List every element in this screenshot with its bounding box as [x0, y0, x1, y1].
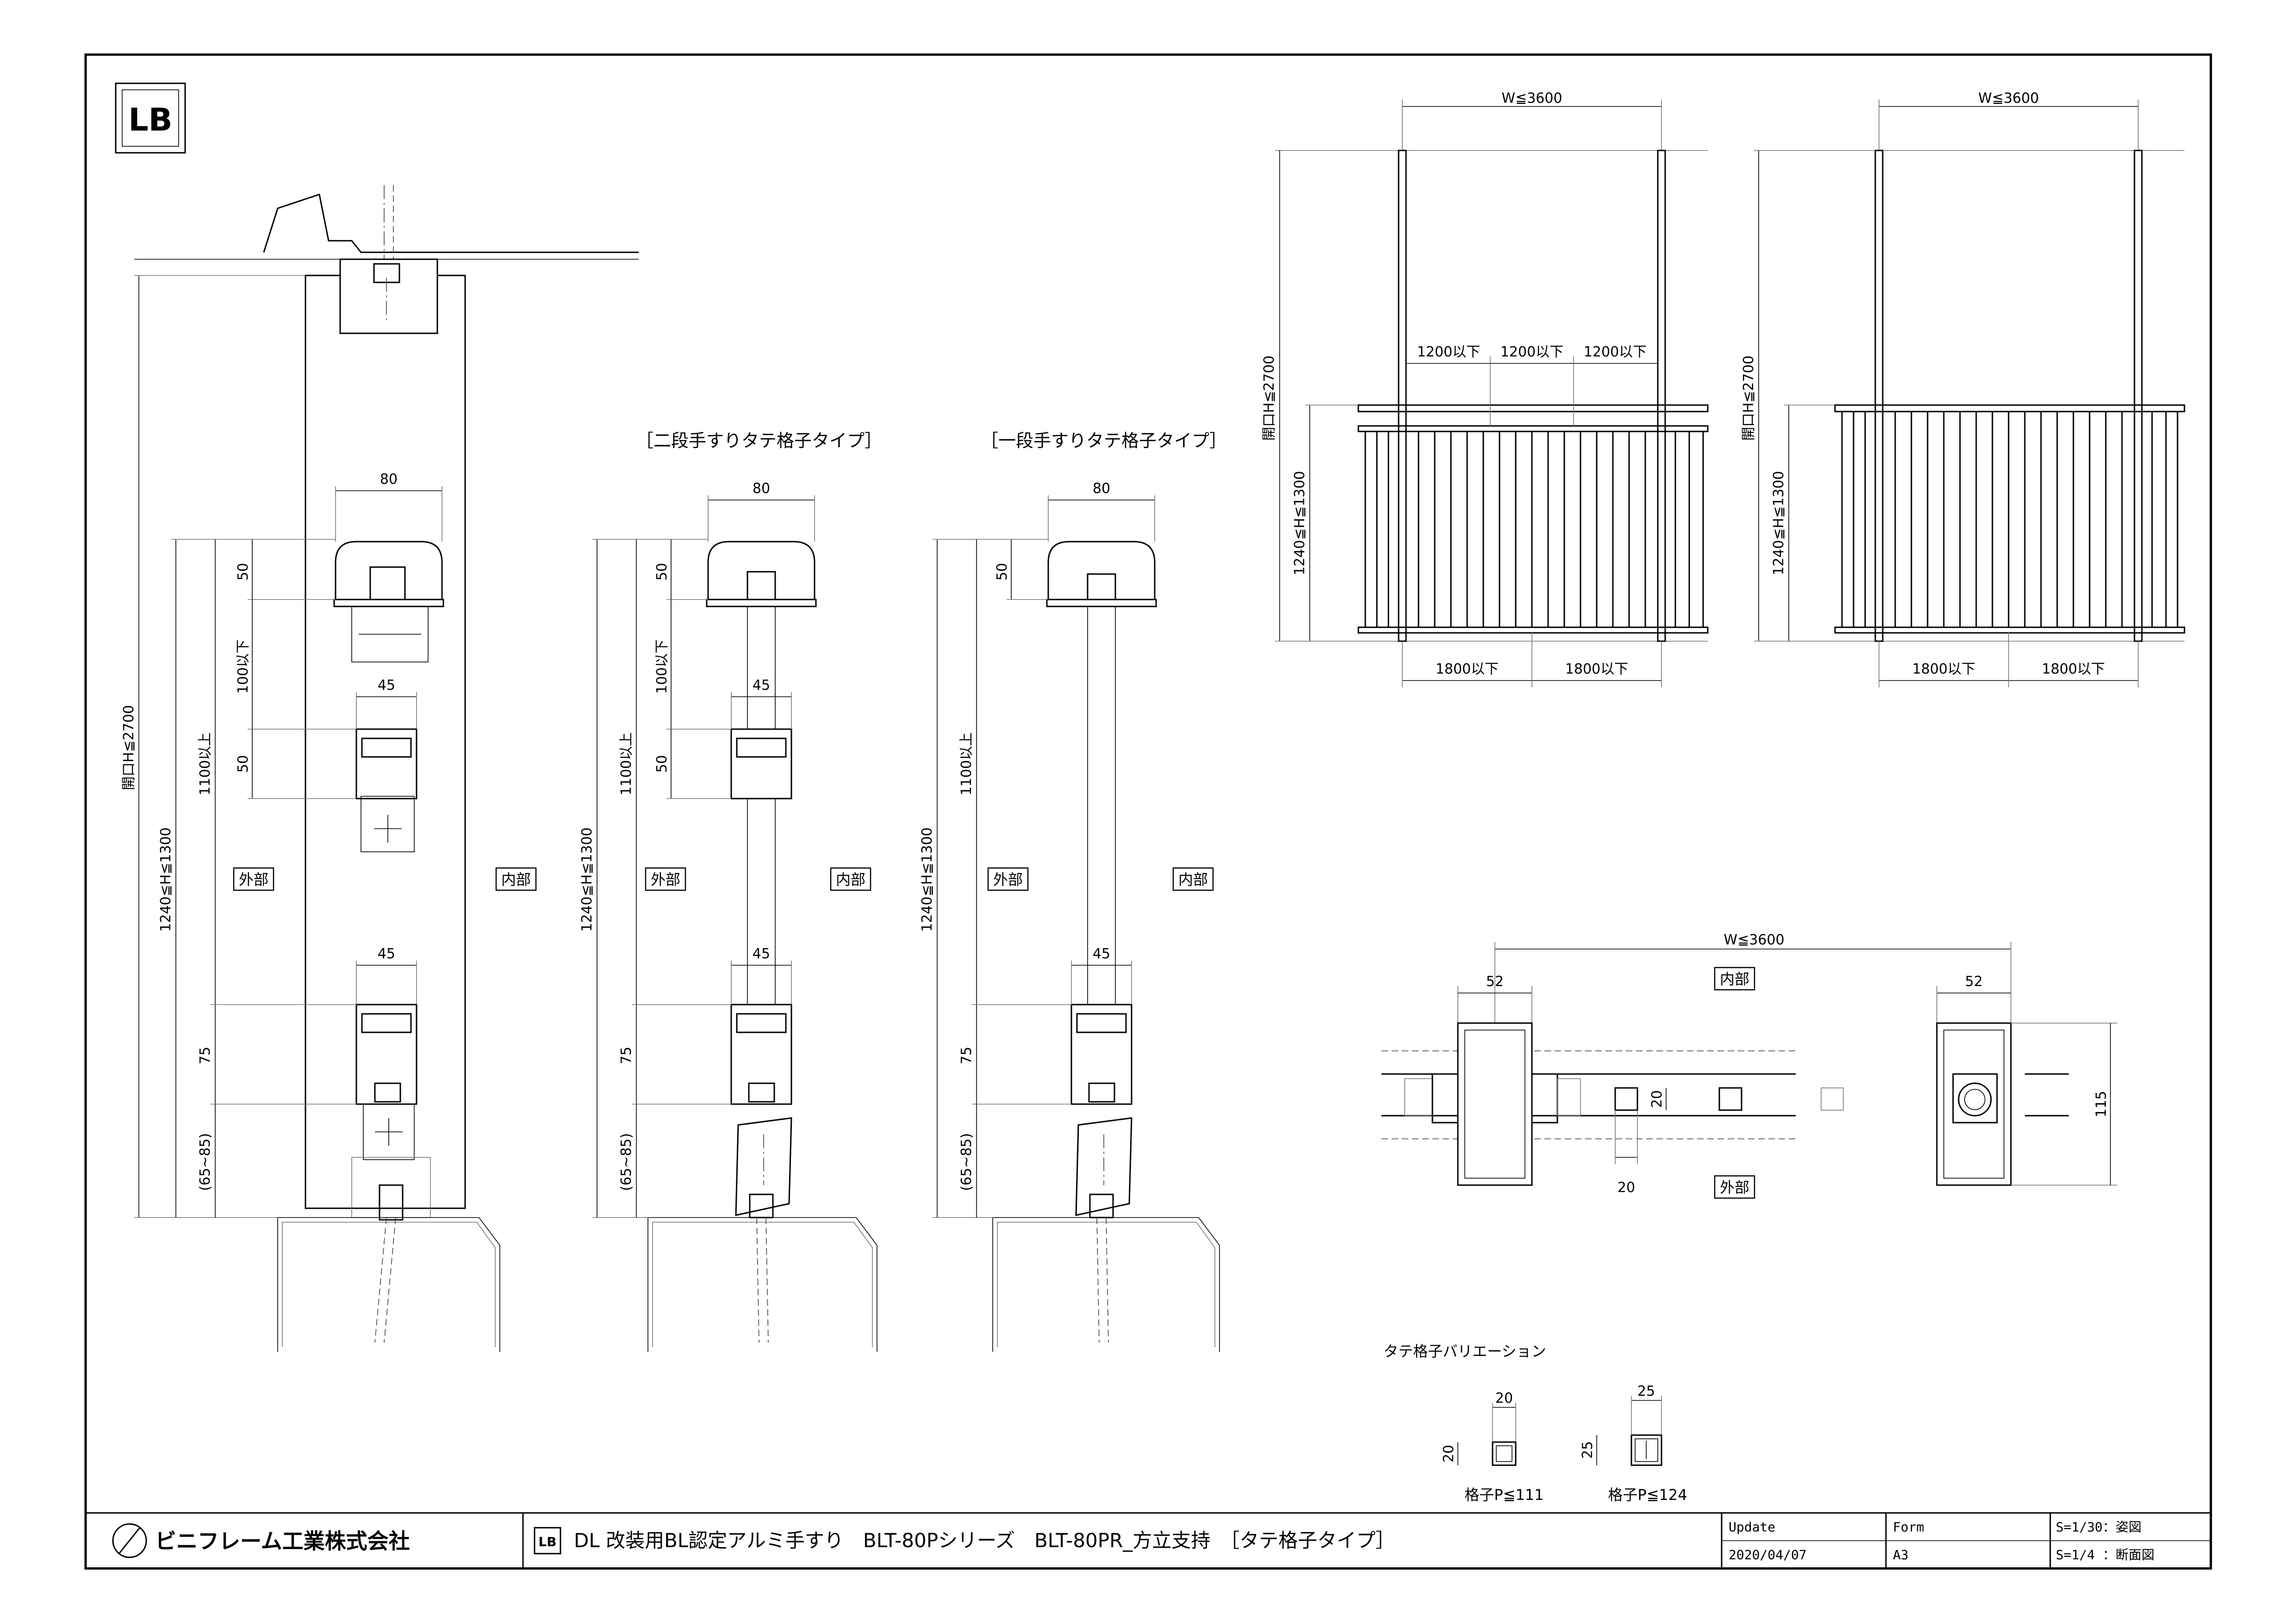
label-outside-3: 外部	[993, 871, 1023, 888]
plan-section: W≦3600 52 52 内部 外部	[1381, 932, 2117, 1199]
svg-text:W≦3600: W≦3600	[1978, 90, 2039, 106]
drawing-title: DL 改装用BL認定アルミ手すり BLT-80Pシリーズ BLT-80PR_方立…	[574, 1529, 1395, 1552]
section-wall-mounted: 開口H≦2700 1240≦H≦1300 1100以上 50 100以下 50 …	[121, 185, 639, 1352]
variation-p124: 格子P≦124	[1608, 1486, 1687, 1504]
svg-text:50: 50	[235, 755, 251, 773]
svg-text:50: 50	[654, 563, 670, 581]
svg-text:80: 80	[753, 481, 770, 497]
label-outside-plan: 外部	[1720, 1179, 1749, 1196]
svg-text:1800以下: 1800以下	[1436, 661, 1499, 677]
one-step-balusters	[1841, 412, 2178, 627]
lb-logo: LB	[115, 82, 186, 154]
label-over-1100-1: 1100以上	[197, 732, 213, 795]
svg-text:75: 75	[618, 1047, 635, 1064]
svg-text:1200以下: 1200以下	[1500, 344, 1563, 360]
scale-1: S=1/30：姿図	[2056, 1519, 2141, 1535]
sheet-border	[84, 53, 2212, 1570]
baluster-variation: タテ格子バリエーション 20 20 格子P≦111 25 25 格子P≦124	[1383, 1343, 1687, 1504]
svg-text:20: 20	[1649, 1090, 1665, 1108]
svg-text:20: 20	[1495, 1390, 1513, 1406]
section-two-step: ［二段手すりタテ格子タイプ］ 1240≦H≦1300 1100以上 50 100…	[579, 431, 882, 1352]
svg-text:1200以下: 1200以下	[1417, 344, 1480, 360]
svg-text:W≦3600: W≦3600	[1724, 932, 1784, 948]
form-label: Form	[1893, 1519, 1924, 1535]
svg-text:1240≦H≦1300: 1240≦H≦1300	[919, 827, 935, 932]
svg-text:1100以上: 1100以上	[958, 732, 975, 795]
svg-text:45: 45	[753, 677, 770, 693]
svg-text:20: 20	[1441, 1445, 1457, 1462]
svg-text:1240≦H≦1300: 1240≦H≦1300	[579, 827, 595, 932]
svg-text:45: 45	[378, 677, 395, 693]
svg-text:1800以下: 1800以下	[2042, 661, 2105, 677]
update-date: 2020/04/07	[1729, 1547, 1807, 1562]
label-inside-1: 内部	[501, 871, 531, 888]
svg-text:75: 75	[958, 1047, 975, 1064]
svg-text:50: 50	[235, 563, 251, 581]
svg-text:1240≦H≦1300: 1240≦H≦1300	[1771, 471, 1787, 575]
label-opening-h: 開口H≦2700	[121, 705, 137, 790]
company-name: ビニフレーム工業株式会社	[155, 1529, 410, 1554]
title-block: ビニフレーム工業株式会社 LB DL 改装用BL認定アルミ手すり BLT-80P…	[112, 1519, 2154, 1562]
svg-text:50: 50	[654, 755, 670, 773]
variation-p111: 格子P≦111	[1464, 1486, 1543, 1504]
svg-text:25: 25	[1637, 1383, 1655, 1399]
svg-text:1800以下: 1800以下	[1912, 661, 1975, 677]
svg-text:52: 52	[1486, 974, 1504, 990]
variation-title: タテ格子バリエーション	[1383, 1343, 1546, 1360]
svg-text:1240≦H≦1300: 1240≦H≦1300	[1292, 471, 1308, 575]
label-inside-3: 内部	[1178, 871, 1208, 888]
svg-text:45: 45	[1093, 946, 1110, 962]
svg-text:80: 80	[1093, 481, 1110, 497]
svg-text:1100以上: 1100以上	[618, 732, 635, 795]
two-step-title: ［二段手すりタテ格子タイプ］	[636, 431, 882, 451]
svg-text:80: 80	[380, 471, 398, 487]
svg-text:50: 50	[994, 563, 1010, 581]
svg-text:(65~85): (65~85)	[618, 1133, 635, 1191]
svg-text:1200以下: 1200以下	[1584, 344, 1647, 360]
svg-text:25: 25	[1580, 1441, 1596, 1459]
update-label: Update	[1729, 1519, 1775, 1535]
lb-logo-text: LB	[128, 102, 172, 138]
svg-text:20: 20	[1618, 1180, 1635, 1196]
label-inside-plan: 内部	[1720, 970, 1749, 988]
scale-2: S=1/4 ：断面図	[2056, 1547, 2154, 1562]
svg-text:1800以下: 1800以下	[1565, 661, 1628, 677]
label-inside-2: 内部	[836, 871, 865, 888]
label-h-range-1: 1240≦H≦1300	[158, 827, 174, 932]
elevation-two-step: W≦3600 開口H≦2700 1240≦H≦1300	[1261, 90, 1709, 687]
svg-text:開口H≦2700: 開口H≦2700	[1261, 356, 1277, 441]
svg-text:45: 45	[378, 946, 395, 962]
company-logo	[112, 1523, 147, 1558]
elevation-one-step: W≦3600 開口H≦2700 1240≦H≦1300	[1741, 90, 2185, 687]
svg-text:開口H≦2700: 開口H≦2700	[1741, 356, 1757, 441]
svg-text:45: 45	[753, 946, 770, 962]
two-step-balusters	[1364, 431, 1704, 627]
svg-text:(65~85): (65~85)	[958, 1133, 975, 1191]
one-step-title: ［一段手すりタテ格子タイプ］	[981, 431, 1227, 451]
svg-text:W≦3600: W≦3600	[1501, 90, 1562, 106]
svg-text:52: 52	[1965, 974, 1983, 990]
svg-text:115: 115	[2093, 1091, 2109, 1117]
svg-text:100以下: 100以下	[235, 639, 251, 693]
svg-text:100以下: 100以下	[654, 639, 670, 693]
svg-text:75: 75	[197, 1047, 213, 1064]
section-one-step: ［一段手すりタテ格子タイプ］ 1240≦H≦1300 1100以上 50 75 …	[919, 431, 1227, 1352]
label-outside-2: 外部	[651, 871, 680, 888]
svg-text:(65~85): (65~85)	[197, 1133, 213, 1191]
label-outside-1: 外部	[239, 871, 268, 888]
form-value: A3	[1893, 1547, 1909, 1562]
svg-text:LB: LB	[538, 1534, 556, 1549]
